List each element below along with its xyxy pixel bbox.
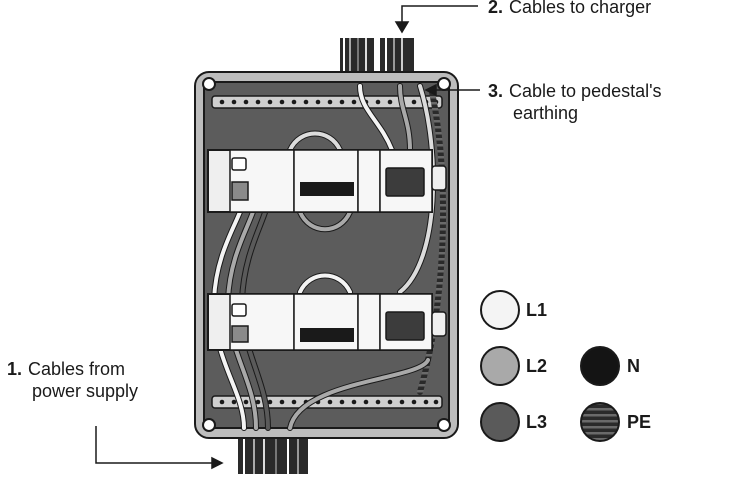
legend-label-l3: L3 — [526, 412, 548, 432]
legend-label-n: N — [627, 356, 640, 376]
legend-swatch-l1 — [480, 290, 520, 330]
callout-charger: 2. Cables to charger — [488, 0, 651, 18]
callout-number: 1. — [7, 359, 23, 379]
legend-swatch-n — [580, 346, 620, 386]
bottom-module-row — [207, 293, 447, 351]
legend-label-l2: L2 — [526, 356, 548, 376]
mounting-holes — [202, 77, 451, 432]
callout-number: 2. — [488, 0, 504, 17]
callout-number: 3. — [488, 81, 504, 101]
legend-swatch-l3 — [480, 402, 520, 442]
legend-swatch-pe — [580, 402, 620, 442]
legend-swatch-l2 — [480, 346, 520, 386]
legend-label-pe: PE — [627, 412, 652, 432]
callout-text-line1: Cable to pedestal's — [509, 81, 662, 101]
earthing-arrow — [424, 83, 480, 97]
top-terminal-strip — [211, 95, 443, 109]
legend-swatches — [480, 290, 620, 442]
top-module-row — [207, 149, 447, 213]
callout-text-line2: earthing — [513, 103, 579, 123]
legend-label-l1: L1 — [526, 300, 548, 320]
charger-arrow — [394, 5, 478, 34]
callout-earthing: 3.Cable to pedestal's earthing — [488, 80, 662, 124]
callout-text: Cables to charger — [509, 0, 652, 17]
callout-supply: 1.Cables from power supply — [7, 358, 138, 402]
callout-text-line1: Cables from — [28, 359, 126, 379]
charger-cables — [340, 38, 414, 86]
callout-text-line2: power supply — [32, 381, 139, 401]
supply-arrow — [95, 426, 224, 470]
